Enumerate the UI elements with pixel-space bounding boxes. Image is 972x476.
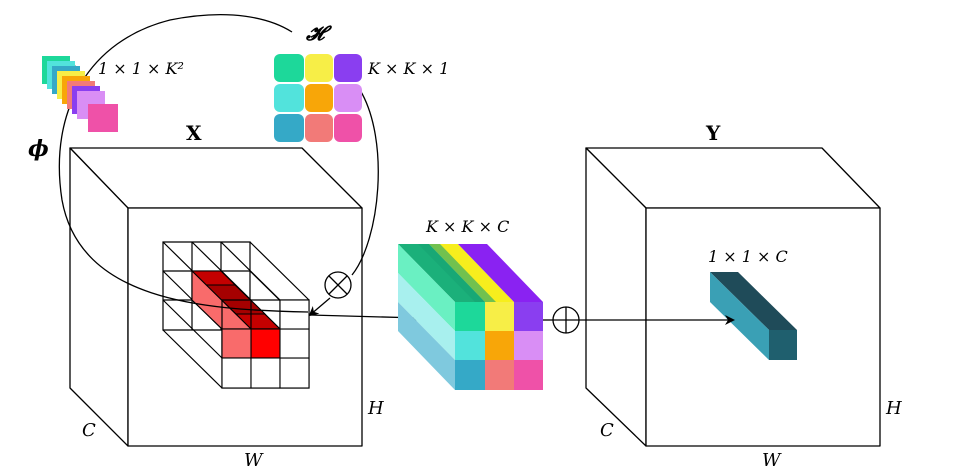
phi-slice-9: [88, 104, 118, 132]
input-tensor-x: X C H W: [69, 121, 384, 471]
kernel-grid: [274, 54, 362, 142]
unfolded-block: [398, 244, 543, 390]
output-tensor-y: Y C H W 1 × 1 × C: [585, 121, 902, 471]
x-width-label: W: [244, 450, 264, 471]
y-height-label: H: [885, 398, 902, 419]
kernel-cell-1: [274, 54, 304, 82]
kernel-cell-8: [305, 114, 333, 142]
sliding-window-grid: [162, 241, 310, 389]
x-tensor-label: X: [186, 121, 202, 145]
phi-label: ϕ: [28, 136, 49, 162]
add-operator: [552, 306, 580, 334]
output-pixel-shape-label: 1 × 1 × C: [708, 247, 788, 266]
x-height-label: H: [367, 398, 384, 419]
y-tensor-label: Y: [705, 121, 721, 145]
unfolded-shape-label: K × K × C: [425, 217, 509, 236]
x-channel-label: C: [82, 420, 96, 441]
multiply-operator: [324, 271, 352, 299]
kernel-set-label: 𝓗: [305, 21, 333, 45]
phi-shape-label: 1 × 1 × K²: [98, 59, 184, 78]
output-pixel: [710, 272, 797, 360]
kernel-cell-2: [305, 54, 333, 82]
y-width-label: W: [762, 450, 782, 471]
loop-arc-left: [58, 14, 309, 313]
loop-arrow-to-window: [308, 297, 331, 317]
loop-arc-right: [351, 89, 379, 276]
generation-loop: [58, 14, 379, 317]
kernel-cell-9: [334, 114, 362, 142]
kernel-cell-4: [274, 84, 304, 112]
kernel-cell-5: [305, 84, 333, 112]
kernel-cell-3: [334, 54, 362, 82]
phi-kernel-stack: [42, 56, 118, 132]
kernel-shape-label: K × K × 1: [367, 59, 449, 78]
y-channel-label: C: [600, 420, 614, 441]
kernel-cell-7: [274, 114, 304, 142]
kernel-cell-6: [334, 84, 362, 112]
